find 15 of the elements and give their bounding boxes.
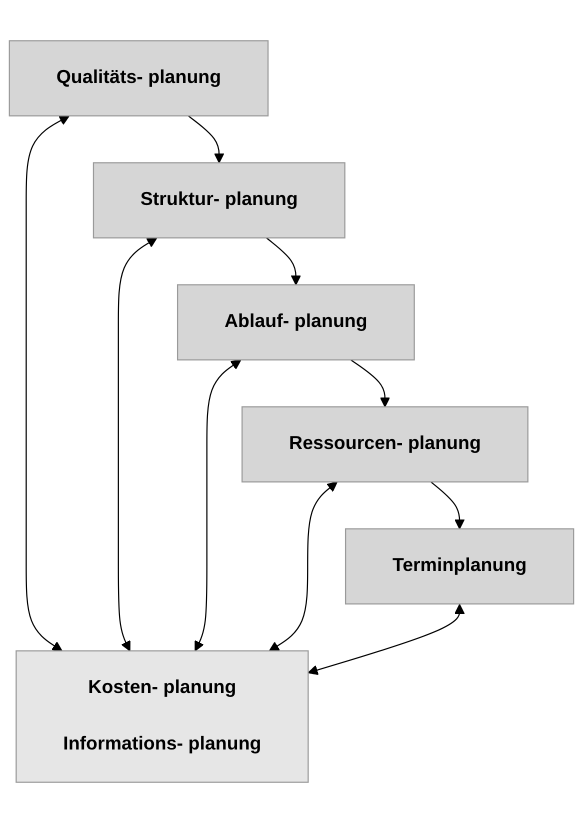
arrow xyxy=(308,604,465,676)
arrow xyxy=(188,115,224,164)
node-box: Terminplanung xyxy=(344,528,574,604)
node-box: Qualitäts- planung xyxy=(8,40,269,116)
arrow xyxy=(350,359,390,408)
arrow xyxy=(194,360,242,652)
node-box: Struktur- planung xyxy=(92,162,346,238)
node-box: Ressourcen- planung xyxy=(242,406,528,482)
arrow xyxy=(266,237,302,286)
node-box: Ablauf- planung xyxy=(176,284,415,360)
arrow xyxy=(118,238,158,652)
arrow xyxy=(430,481,465,530)
arrow xyxy=(26,116,70,652)
arrow xyxy=(268,482,338,652)
node-box: Kosten- planung Informations- planung xyxy=(16,650,309,783)
